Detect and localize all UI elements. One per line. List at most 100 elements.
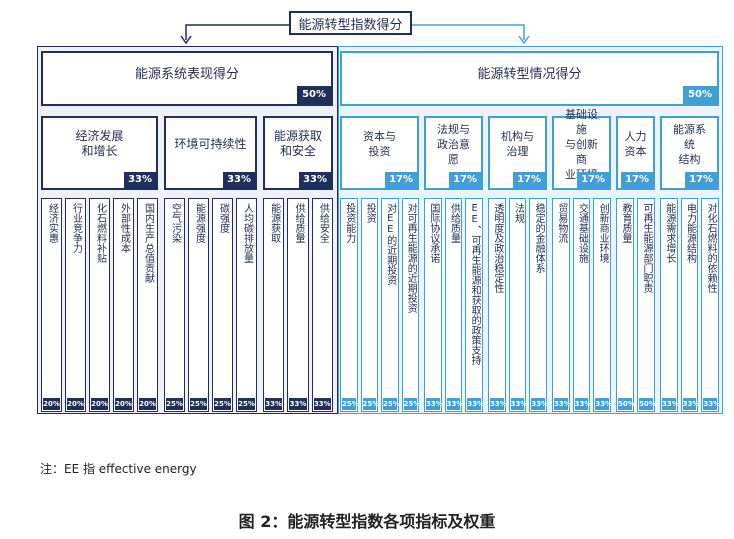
right-leaf-weight: 25% [362,398,380,410]
left-leaf-label: 人均碳排放量 [241,203,253,263]
right-leaf-weight: 50% [639,398,656,410]
left-leaf-label: 能源获取 [268,203,280,243]
left-leaf-weight: 33% [313,398,331,410]
left-leaf-label: 供给质量 [293,203,304,243]
right-leaf-weight: 33% [490,398,507,410]
right-group-weight: 17% [385,172,417,188]
right-leaf-indicator: 国际协议承诺 33% [424,198,443,412]
right-leaf-indicator: 对化石燃料的依赖性 33% [701,198,721,412]
left-leaf-weight: 25% [190,398,207,410]
right-leaf-weight: 33% [682,398,700,410]
right-leaf-indicator: 透明度及政治稳定性 33% [488,198,507,412]
left-leaf-indicator: 能源获取 33% [263,198,285,412]
right-group-label: 能源系统 结构 [673,122,706,166]
right-leaf-label: 可再生能源部门职责 [641,203,652,293]
right-leaf-weight: 50% [618,398,635,410]
right-leaf-label: 法规 [512,203,524,223]
connector-arrows [180,24,530,45]
right-leaf-label: 交通基础设施 [576,203,588,263]
left-leaf-weight: 20% [67,398,84,410]
right-leaf-indicator: 能源需求增长 33% [660,198,679,412]
right-leaf-indicator: 供给质量 33% [444,198,464,412]
right-leaf-weight: 33% [662,398,679,410]
left-leaf-weight: 20% [43,398,60,410]
left-leaf-indicator: 碳强度 25% [212,198,233,412]
left-leaf-weight: 25% [238,398,255,410]
right-leaf-weight: 33% [595,398,613,410]
right-leaf-label: 投资 [364,203,376,223]
right-group-label: 资本与 投资 [363,130,396,158]
right-leaf-label: 对EE的近期投资 [384,203,396,285]
left-leaf-weight: 33% [265,398,283,410]
right-group-weight: 17% [577,172,609,188]
left-leaf-indicator: 人均碳排放量 25% [236,198,257,412]
right-leaf-label: 投资能力 [343,203,355,243]
system-performance-box: 能源系统表现得分 50% [41,51,333,106]
right-group-label: 法规与 政治意愿 [437,122,470,166]
left-group-box: 能源获取和安全 33% [263,116,333,190]
right-group-box: 法规与 政治意愿 17% [424,116,483,190]
right-group-weight: 17% [621,172,653,188]
right-leaf-label: 国际协议承诺 [427,203,439,263]
right-leaf-indicator: 可再生能源部门职责 50% [637,198,656,412]
right-connector [412,24,525,40]
left-group-label: 能源获取和安全 [273,129,322,158]
right-leaf-weight: 33% [446,398,464,410]
right-leaf-indicator: 教育质量 50% [616,198,635,412]
right-group-box: 机构与 治理 17% [488,116,547,190]
left-leaf-weight: 20% [139,398,156,410]
left-arrowhead [180,35,192,45]
left-group-box: 环境可持续性 33% [164,116,257,190]
left-leaf-label: 国内生产总值贡献 [142,203,154,283]
right-leaf-indicator: 电力能源结构 33% [680,198,700,412]
left-leaf-label: 行业竞争力 [70,203,82,253]
right-leaf-weight: 33% [703,398,721,410]
right-leaf-label: 对化石燃料的依赖性 [705,203,717,293]
left-leaf-label: 空气污染 [169,203,181,243]
right-leaf-weight: 25% [383,398,400,410]
left-leaf-indicator: 经济实惠 20% [41,198,62,412]
right-group-box: 能源系统 结构 17% [660,116,719,190]
right-leaf-label: 稳定的金融体系 [533,203,545,273]
right-leaf-indicator: 投资 25% [360,198,380,412]
right-group-box: 基础设施 与创新商 业环境17% [552,108,611,190]
left-leaf-label: 经济实惠 [46,203,58,243]
left-group-weight: 33% [299,172,331,188]
right-group-weight: 17% [685,172,717,188]
left-leaf-label: 供给安全 [317,203,329,243]
right-group-label: 机构与 治理 [501,130,534,158]
left-leaf-weight: 20% [115,398,132,410]
left-leaf-label: 碳强度 [217,203,229,233]
right-leaf-weight: 33% [510,398,528,410]
left-leaf-indicator: 供给安全 33% [311,198,333,412]
right-leaf-weight: 33% [574,398,592,410]
left-leaf-label: 化石燃料补贴 [94,203,106,263]
right-group-weight: 17% [513,172,545,188]
right-leaf-label: 能源需求增长 [663,203,675,263]
right-leaf-label: 电力能源结构 [684,203,696,263]
right-leaf-label: 透明度及政治稳定性 [491,203,503,293]
right-leaf-indicator: 对EE的近期投资 25% [381,198,400,412]
right-leaf-label: EE、可再生能源和获取的政策支持 [469,203,481,365]
right-leaf-weight: 33% [426,398,443,410]
transition-readiness-box: 能源转型情况得分 50% [340,51,719,106]
left-group-label: 经济发展 和增长 [75,129,124,158]
system-performance-weight: 50% [297,86,331,104]
transition-readiness-weight: 50% [683,86,717,104]
left-group-label: 环境可持续性 [174,136,247,151]
right-leaf-label: 教育质量 [620,203,631,243]
right-leaf-label: 供给质量 [448,203,460,243]
left-group-weight: 33% [223,172,255,188]
system-performance-title: 能源系统表现得分 [134,67,239,82]
left-leaf-weight: 25% [214,398,231,410]
right-group-weight: 17% [449,172,481,188]
